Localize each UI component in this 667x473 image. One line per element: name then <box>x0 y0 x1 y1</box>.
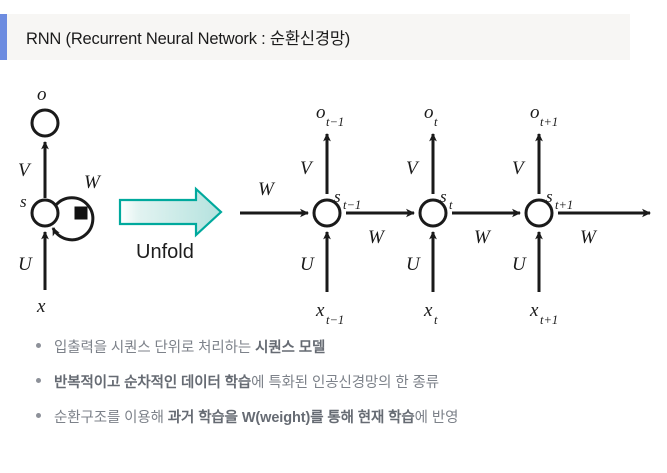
unfolded-state-node-1 <box>418 198 448 228</box>
bullet-bold-1: 반복적이고 순차적인 데이터 학습 <box>54 375 252 391</box>
unfolded-weight-u-label-1: U <box>406 254 421 275</box>
bullet-bold-0: 시퀀스 모델 <box>255 340 326 356</box>
unfold-arrow-group: Unfold <box>118 186 223 263</box>
unfolded-input-sub-2: t+1 <box>540 313 558 327</box>
folded-weight-w-label: W <box>84 172 102 193</box>
unfolded-rnn-group: W W W W s t−1 V o t−1 U x t−1 s <box>240 102 651 327</box>
page-title: RNN (Recurrent Neural Network : 순환신경망) <box>26 30 351 48</box>
unfold-label: Unfold <box>136 241 194 263</box>
page-title-band: RNN (Recurrent Neural Network : 순환신경망) <box>0 14 630 60</box>
list-item: 순환구조를 이용해 과거 학습을 W(weight)를 통해 현재 학습에 반영 <box>0 406 667 441</box>
unfolded-weight-w-label-3: W <box>580 227 598 248</box>
unfolded-state-sub-0: t−1 <box>343 198 361 212</box>
folded-output-node <box>30 108 60 138</box>
unfolded-input-label-0: x <box>315 300 325 321</box>
bullet-text-1: 반복적이고 순차적인 데이터 학습에 특화된 인공신경망의 한 종류 <box>54 371 439 392</box>
unfolded-input-label-1: x <box>423 300 433 321</box>
bullet-plain-before-2: 순환구조를 이용해 <box>54 410 168 426</box>
unfolded-state-label-2: s <box>546 187 553 206</box>
unfolded-weight-u-label-0: U <box>300 254 315 275</box>
unfolded-state-label-1: s <box>440 187 447 206</box>
folded-input-label: x <box>36 296 46 317</box>
folded-rnn-group: o V s W U x <box>18 84 102 317</box>
bullet-dot-icon <box>36 343 41 348</box>
unfolded-weight-u-label-2: U <box>512 254 527 275</box>
unfolded-weight-w-label-1: W <box>368 227 386 248</box>
unfolded-state-label-0: s <box>334 187 341 206</box>
bullet-bold-2: 과거 학습을 W(weight)를 통해 현재 학습 <box>167 410 415 426</box>
unfolded-output-sub-0: t−1 <box>326 115 344 129</box>
unfolded-weight-v-label-0: V <box>300 158 314 179</box>
unfolded-state-node-2 <box>524 198 554 228</box>
bullet-dot-icon <box>36 413 41 418</box>
unfolded-weight-v-label-1: V <box>406 158 420 179</box>
unfolded-weight-w-label-0: W <box>258 179 276 200</box>
summary-bullet-list: 입출력을 시퀀스 단위로 처리하는 시퀀스 모델 반복적이고 순차적인 데이터 … <box>0 336 667 441</box>
unfold-arrow-icon <box>118 186 223 238</box>
unfolded-input-sub-0: t−1 <box>326 313 344 327</box>
bullet-plain-after-2: 에 반영 <box>414 410 459 426</box>
folded-state-node <box>30 198 60 228</box>
unfolded-input-label-2: x <box>529 300 539 321</box>
unfolded-step-2: s t+1 V o t+1 U x t+1 <box>512 102 573 327</box>
bullet-plain-after-1: 에 특화된 인공신경망의 한 종류 <box>251 375 439 391</box>
bullet-text-2: 순환구조를 이용해 과거 학습을 W(weight)를 통해 현재 학습에 반영 <box>54 406 458 427</box>
folded-state-label: s <box>20 192 27 211</box>
unfolded-output-label-0: o <box>316 102 326 123</box>
unfolded-state-sub-2: t+1 <box>555 198 573 212</box>
unfolded-output-sub-2: t+1 <box>540 115 558 129</box>
rnn-diagram: o V s W U x Unfold <box>0 78 667 328</box>
unfolded-output-label-1: o <box>424 102 434 123</box>
unfolded-output-label-2: o <box>530 102 540 123</box>
bullet-dot-icon <box>36 378 41 383</box>
folded-weight-u-label: U <box>18 254 33 275</box>
unfolded-step-0: s t−1 V o t−1 U x t−1 <box>300 102 361 327</box>
unfolded-weight-w-label-2: W <box>474 227 492 248</box>
folded-output-label: o <box>37 84 47 105</box>
folded-weight-v-label: V <box>18 160 32 181</box>
unfolded-input-sub-1: t <box>434 313 438 327</box>
unfolded-state-node-0 <box>312 198 342 228</box>
unfolded-output-sub-1: t <box>434 115 438 129</box>
bullet-text-0: 입출력을 시퀀스 단위로 처리하는 시퀀스 모델 <box>54 336 325 357</box>
unfolded-state-sub-1: t <box>449 198 453 212</box>
unfolded-weight-v-label-2: V <box>512 158 526 179</box>
unfolded-step-1: s t V o t U x t <box>406 102 453 327</box>
bullet-plain-before-0: 입출력을 시퀀스 단위로 처리하는 <box>54 340 256 356</box>
list-item: 입출력을 시퀀스 단위로 처리하는 시퀀스 모델 <box>0 336 667 371</box>
list-item: 반복적이고 순차적인 데이터 학습에 특화된 인공신경망의 한 종류 <box>0 371 667 406</box>
folded-delay-square <box>74 206 88 220</box>
title-accent-bar <box>0 14 7 60</box>
folded-self-loop <box>51 196 95 242</box>
